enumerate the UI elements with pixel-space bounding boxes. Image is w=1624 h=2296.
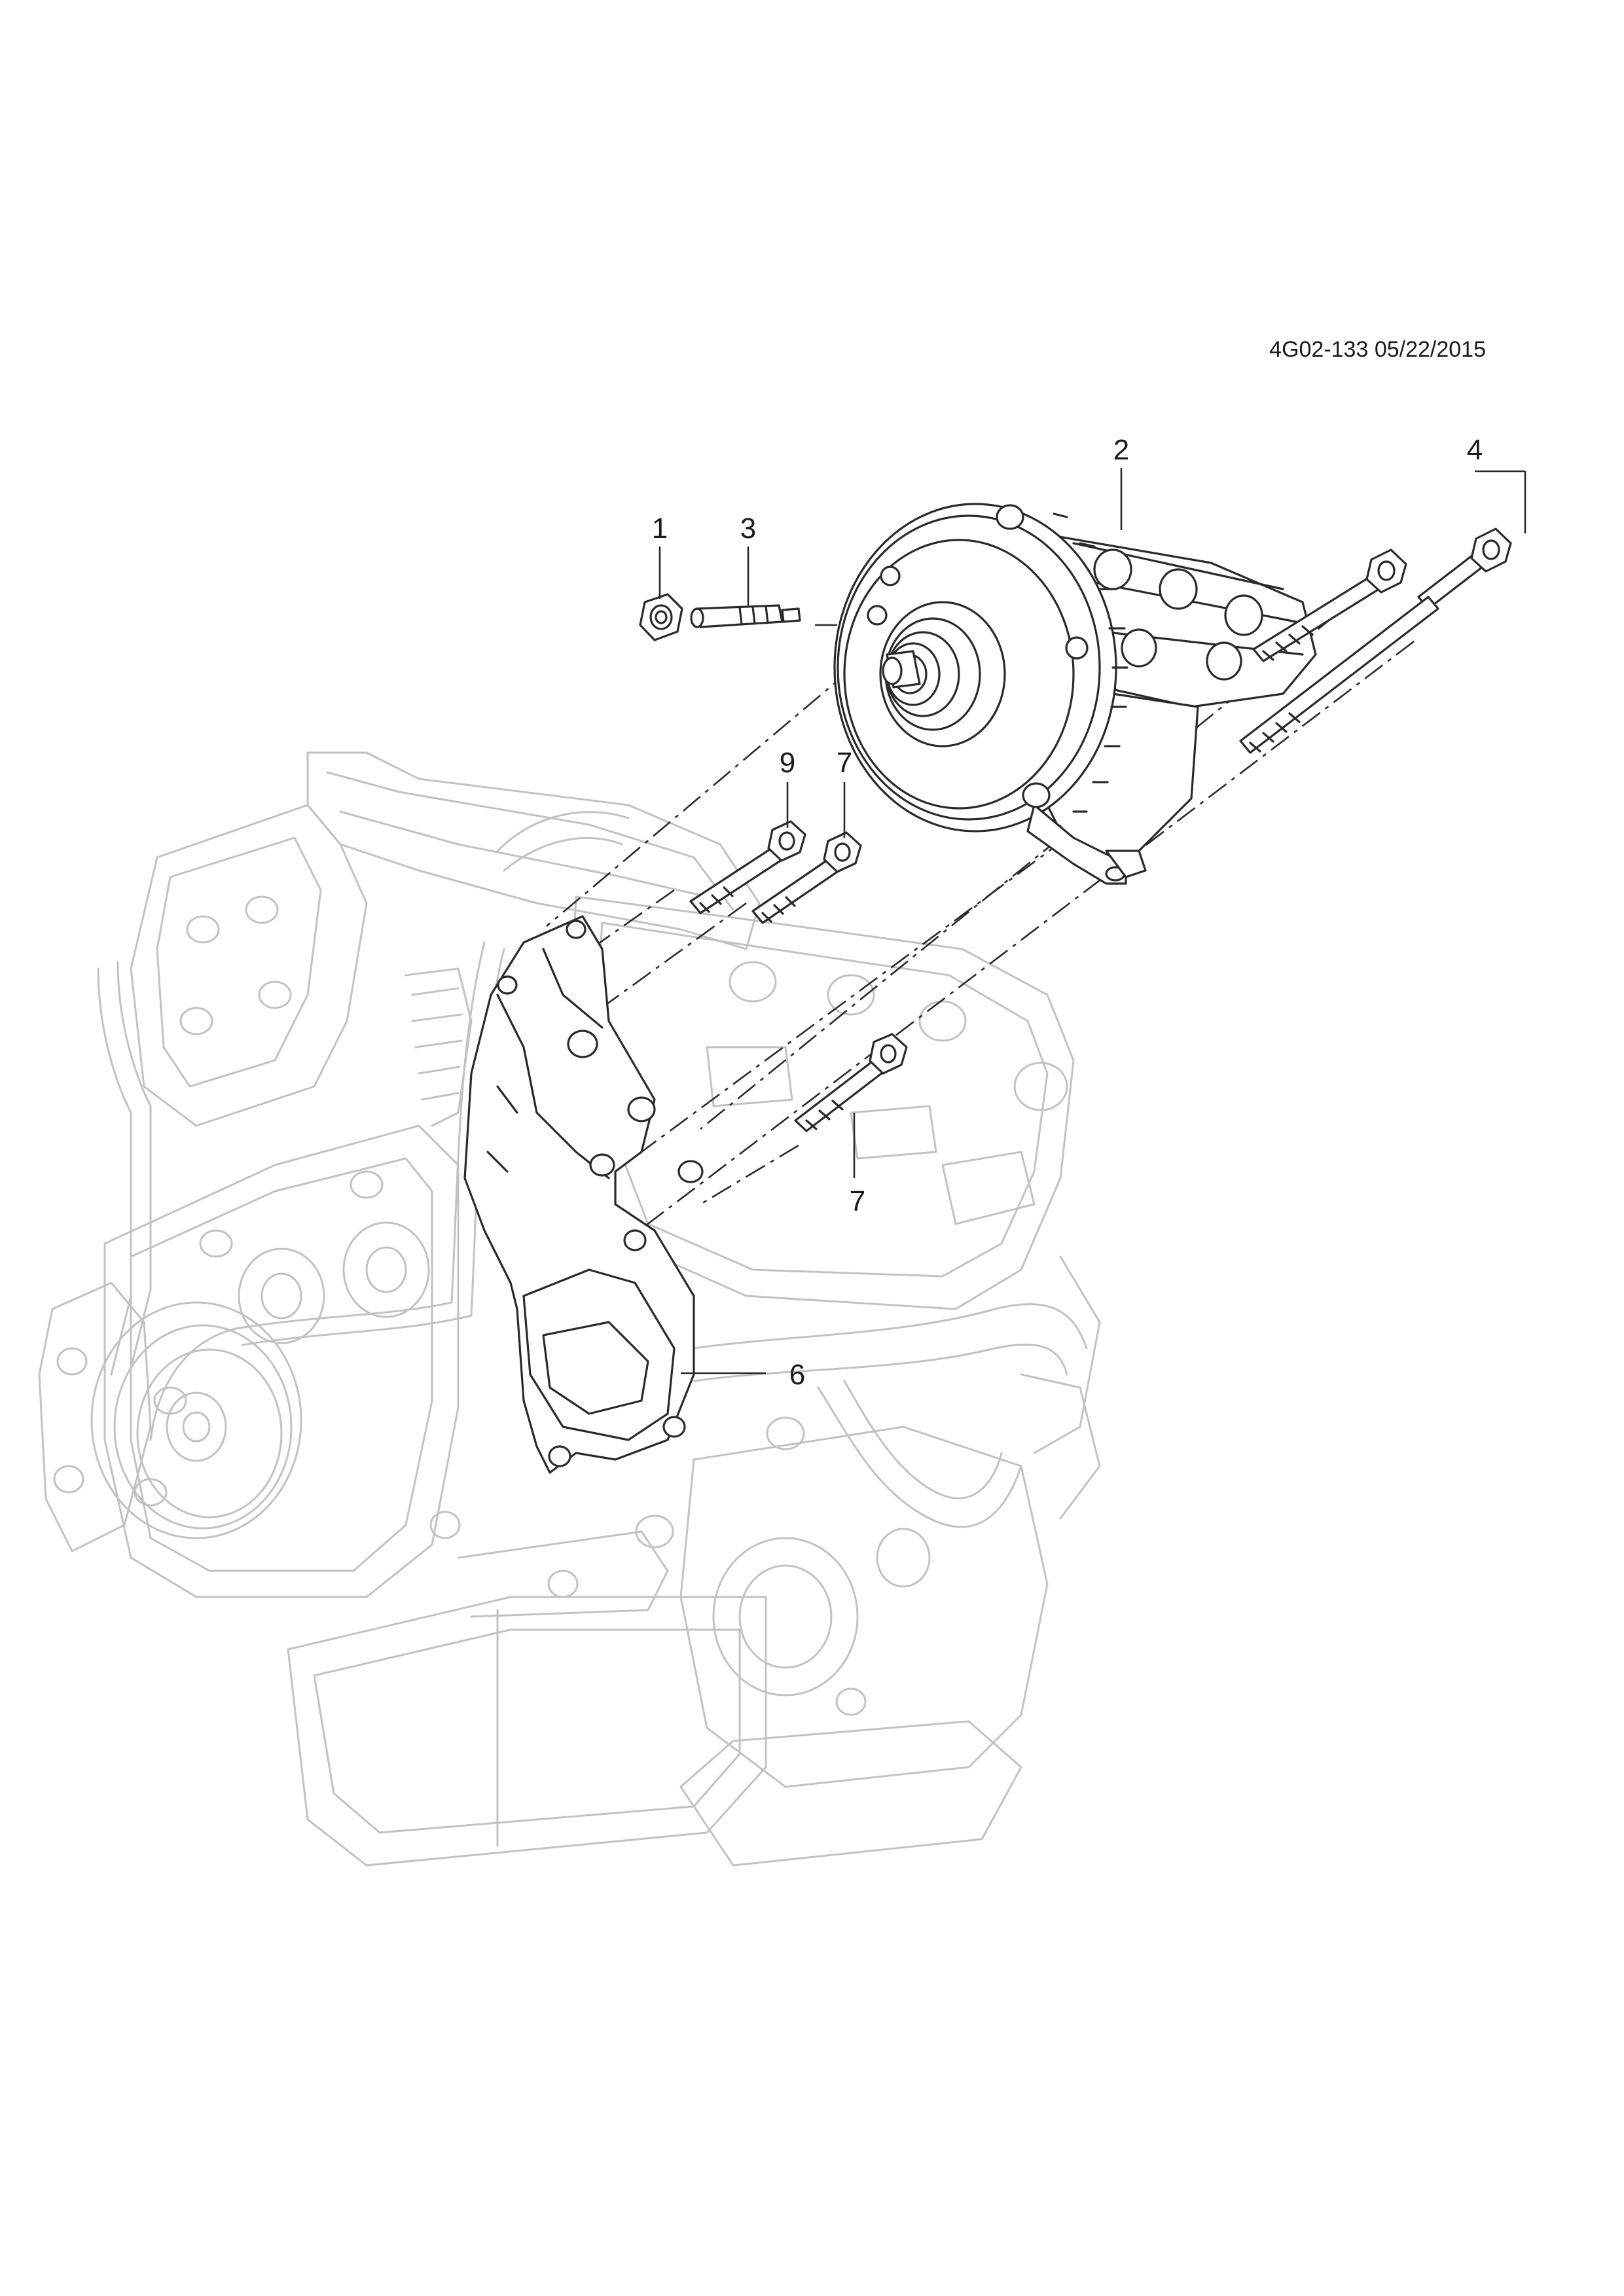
bolt-7-lower <box>794 1033 908 1132</box>
callout-7-upper: 7 <box>837 747 852 779</box>
diagram-reference: 4G02-133 05/22/2015 <box>1269 337 1486 362</box>
callout-9: 9 <box>780 747 795 779</box>
callout-2: 2 <box>1113 434 1129 466</box>
mounting-bracket <box>463 915 704 1474</box>
long-bolt-lower <box>1239 528 1512 754</box>
hex-nut <box>639 593 683 641</box>
callout-4: 4 <box>1467 434 1483 466</box>
callout-leaders <box>659 468 1526 1374</box>
callout-6: 6 <box>789 1359 805 1391</box>
long-bolt-upper <box>1252 548 1407 662</box>
bolt-7-upper <box>751 831 862 924</box>
callout-labels: 1 3 2 4 9 7 7 6 <box>652 434 1483 1391</box>
bolt-9 <box>689 820 806 914</box>
vacuum-pump <box>833 503 1317 885</box>
callout-1: 1 <box>652 512 668 545</box>
callout-3: 3 <box>740 512 756 545</box>
threaded-stud <box>690 604 801 628</box>
callout-7-lower: 7 <box>850 1185 865 1217</box>
